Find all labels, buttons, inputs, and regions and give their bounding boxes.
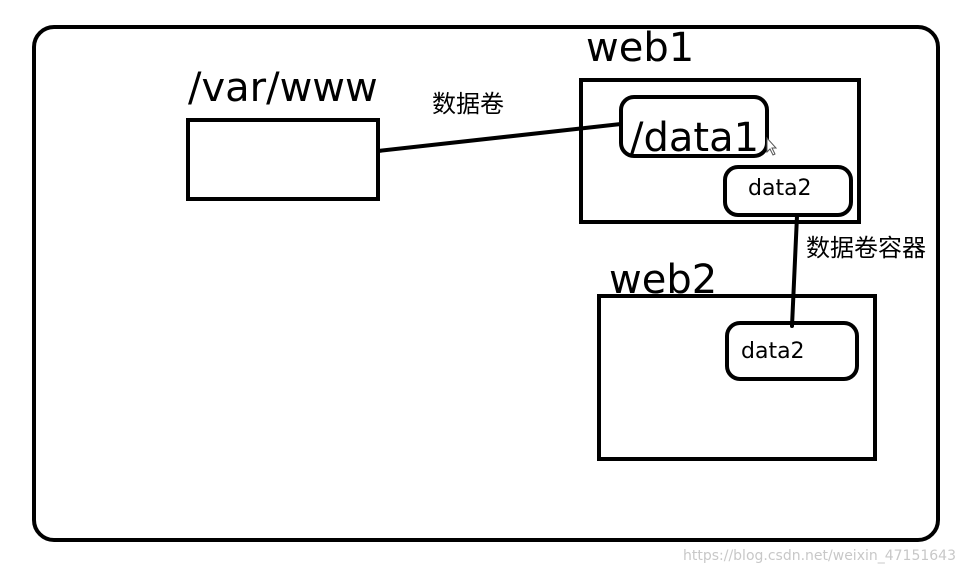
web1-data1-label: /data1: [630, 115, 760, 161]
watermark: https://blog.csdn.net/weixin_47151643: [682, 548, 956, 564]
web1-container-box: [579, 78, 861, 224]
volume-container-connector: [790, 214, 799, 328]
volume-label: 数据卷: [432, 90, 504, 118]
web2-data2-label: data2: [741, 339, 805, 364]
host-path-label: /var/www: [188, 65, 378, 111]
web2-container-box: [597, 294, 877, 461]
volume-container-label: 数据卷容器: [806, 234, 926, 262]
web1-data2-label: data2: [748, 176, 812, 201]
host-directory-box: [186, 118, 380, 201]
web1-title: web1: [586, 25, 695, 71]
host-frame: [32, 25, 940, 542]
web1-data2-box: [723, 165, 853, 217]
web2-title: web2: [609, 257, 718, 303]
volume-connector: [376, 122, 623, 153]
cursor-icon: [766, 136, 778, 156]
web1-data1-box: [619, 95, 769, 158]
